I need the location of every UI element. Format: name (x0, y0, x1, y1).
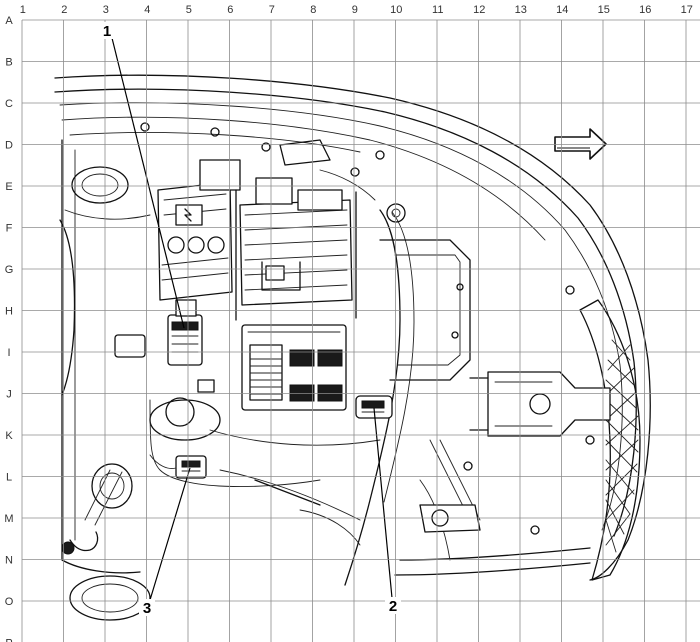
right-arrow-icon (554, 128, 607, 160)
grid-lines (21, 19, 700, 642)
grid-row-label: H (5, 306, 13, 318)
grid-column-label: 12 (473, 4, 485, 16)
connector-2 (355, 395, 393, 419)
grid-column-label: 15 (598, 4, 610, 16)
engine-bay-illustration (54, 74, 651, 621)
grid-column-label: 2 (61, 4, 67, 16)
battery (235, 177, 357, 321)
grid-column-label: 5 (186, 4, 192, 16)
grid-column-label: 1 (20, 4, 26, 16)
grid-row-label: A (5, 15, 13, 27)
grid-column-label: 11 (432, 4, 443, 16)
callout-1-bg (99, 22, 115, 39)
control-module (241, 324, 347, 411)
grid-column-label: 14 (556, 4, 568, 16)
grid-row-label: P (5, 638, 12, 642)
grid-column-label: 10 (390, 4, 402, 16)
connector-3 (149, 454, 207, 479)
grid-row-label: E (5, 181, 12, 193)
callout-leaders (111, 37, 393, 601)
grid-row-label: B (5, 57, 12, 69)
grid-column-label: 9 (352, 4, 358, 16)
callout-1-label: 1 (103, 23, 111, 40)
grid-column-label: 6 (227, 4, 233, 16)
grille-mesh (605, 339, 639, 553)
grid-row-label: C (5, 98, 13, 110)
grid-row-label: J (6, 389, 12, 401)
grid-row-label: L (6, 472, 12, 484)
grid-column-label: 7 (269, 4, 275, 16)
grid-row-label: D (5, 140, 13, 152)
grid-column-label: 8 (310, 4, 316, 16)
grid-row-label: G (5, 264, 14, 276)
grid-row-label: F (6, 223, 13, 235)
callout-3-bg (139, 599, 155, 616)
grid-column-label: 4 (144, 4, 150, 16)
grid-row-label: N (5, 555, 13, 567)
grid-column-label: 16 (639, 4, 651, 16)
connector-1 (167, 299, 203, 366)
grid-row-label: K (5, 430, 13, 442)
grid-column-label: 17 (681, 4, 693, 16)
grid-row-labels: A B C D E F G H I J K L M N O P (4, 15, 13, 642)
grid-row-label: O (5, 596, 14, 608)
grid-row-label: M (4, 513, 13, 525)
grid-row-label: I (7, 347, 10, 359)
grid-column-label: 3 (103, 4, 109, 16)
callout-2-bg (385, 597, 401, 614)
callout-3-label: 3 (143, 600, 151, 617)
callout-2-label: 2 (389, 598, 397, 615)
grid-column-label: 13 (515, 4, 527, 16)
